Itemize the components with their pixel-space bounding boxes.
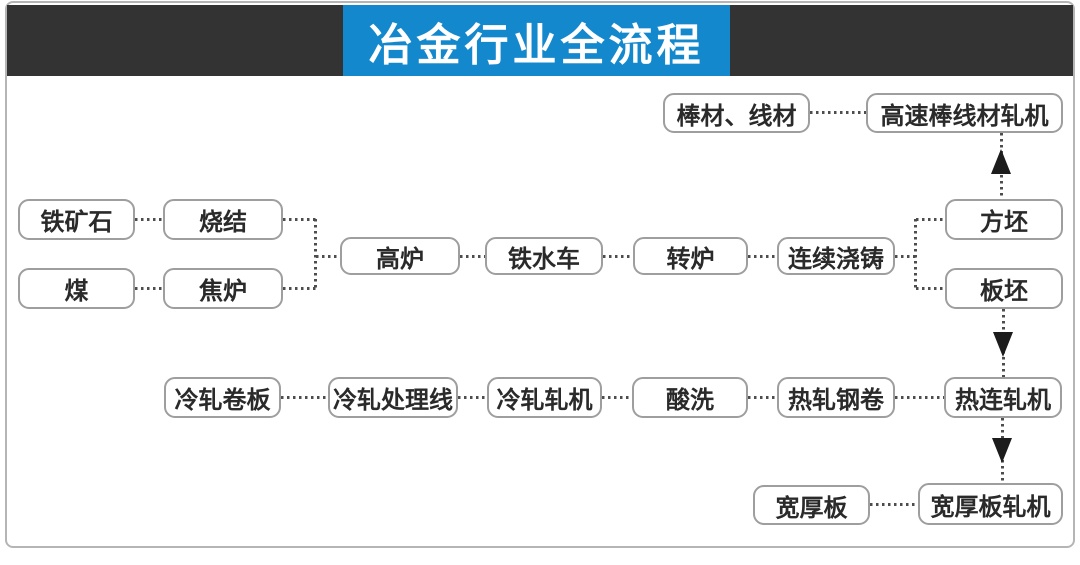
connector-line: [748, 396, 777, 399]
connector-line: [914, 219, 917, 289]
connector-line: [603, 255, 633, 258]
node-slab: 板坯: [945, 268, 1063, 309]
connector-line: [283, 287, 316, 290]
node-blast-furnace: 高炉: [340, 237, 460, 275]
title-banner: 冶金行业全流程: [343, 5, 730, 76]
page-title: 冶金行业全流程: [368, 20, 705, 70]
node-cold-rolling-mill: 冷轧轧机: [487, 377, 602, 418]
connector-line: [870, 503, 918, 506]
connector-line: [895, 255, 916, 258]
node-iron-ore: 铁矿石: [18, 199, 135, 240]
node-billet: 方坯: [945, 199, 1063, 240]
connector-line: [748, 255, 777, 258]
connector-line: [458, 396, 487, 399]
node-pickling: 酸洗: [632, 377, 748, 418]
connector-line: [135, 218, 163, 221]
connector-line: [281, 396, 328, 399]
node-cold-rolled-coil: 冷轧卷板: [164, 377, 281, 418]
connector-line: [460, 255, 485, 258]
node-coal: 煤: [18, 268, 135, 309]
node-wide-heavy-plate: 宽厚板: [753, 485, 870, 525]
node-coke-oven: 焦炉: [163, 268, 283, 309]
node-hot-strip-mill: 热连轧机: [944, 377, 1062, 418]
connector-line: [135, 287, 163, 290]
node-sintering: 烧结: [163, 199, 283, 240]
connector-line: [602, 396, 632, 399]
connector-line: [810, 111, 866, 114]
node-hot-metal-car: 铁水车: [485, 237, 603, 275]
node-continuous-casting: 连续浇铸: [777, 237, 895, 275]
connector-line: [916, 287, 945, 290]
connector-line: [314, 219, 317, 289]
node-converter: 转炉: [633, 237, 748, 275]
node-wide-heavy-plate-mill: 宽厚板轧机: [918, 483, 1063, 525]
node-high-speed-bar-wire-mill: 高速棒线材轧机: [866, 93, 1063, 133]
connector-line: [916, 218, 945, 221]
arrow-down-icon: [992, 438, 1012, 463]
connector-line: [316, 255, 342, 258]
node-hot-rolled-coil: 热轧钢卷: [777, 377, 895, 418]
arrow-down-icon: [993, 332, 1013, 357]
arrow-up-icon: [991, 149, 1011, 174]
connector-line: [895, 396, 944, 399]
node-bar-wire: 棒材、线材: [663, 93, 810, 133]
node-cold-rolling-processing-line: 冷轧处理线: [328, 377, 458, 418]
connector-line: [283, 218, 316, 221]
